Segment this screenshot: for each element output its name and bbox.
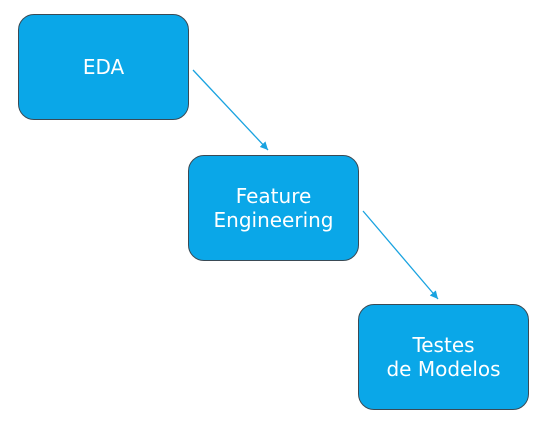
node-eda-label: EDA — [82, 55, 125, 79]
connector-eda-to-feature-engineering — [192, 69, 269, 151]
node-testes-de-modelos-label: Testes de Modelos — [386, 333, 501, 381]
node-eda[interactable]: EDA — [18, 14, 189, 120]
connector-feature-engineering-to-testes-de-modelos — [362, 210, 439, 300]
node-feature-engineering[interactable]: Feature Engineering — [188, 155, 359, 261]
node-testes-de-modelos[interactable]: Testes de Modelos — [358, 304, 529, 410]
node-feature-engineering-label: Feature Engineering — [213, 184, 334, 232]
